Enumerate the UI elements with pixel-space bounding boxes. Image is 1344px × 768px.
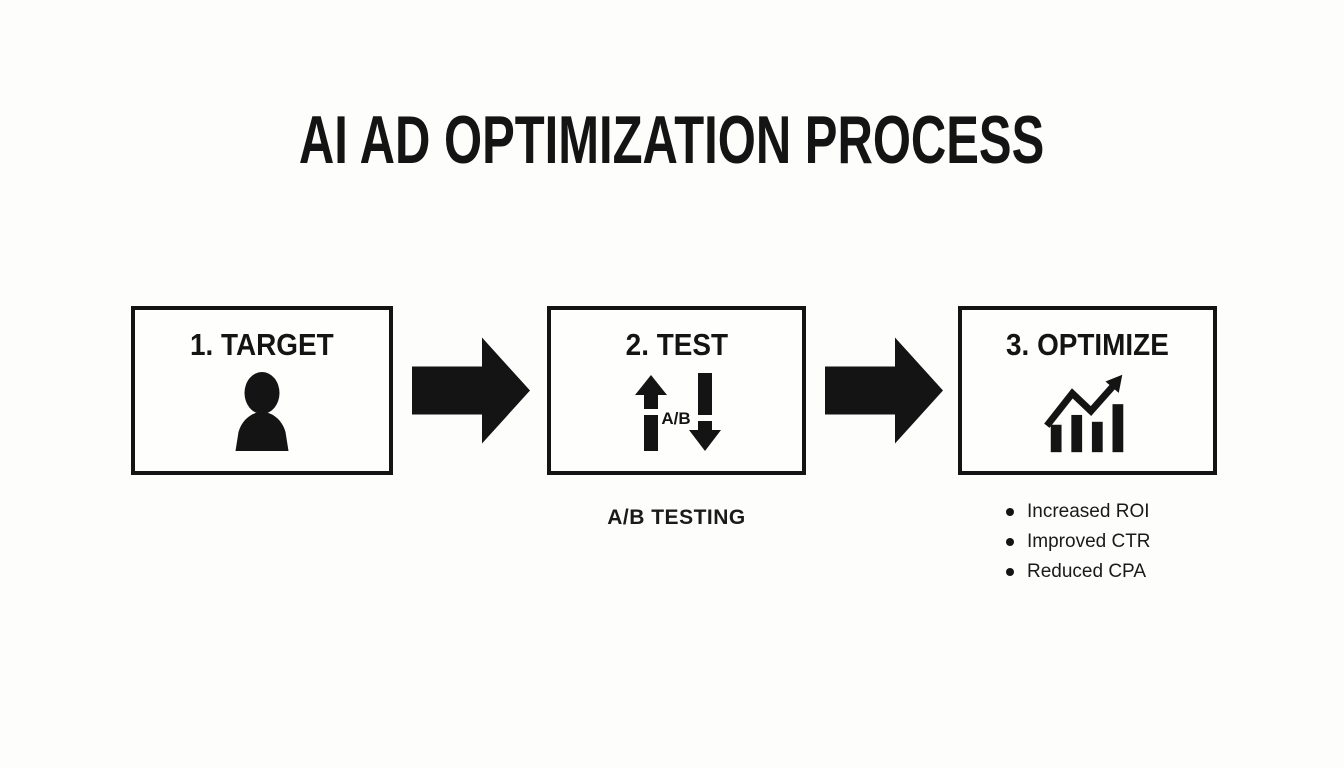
step-box-optimize: 3. OPTIMIZE	[958, 306, 1217, 475]
bullet-icon	[1006, 508, 1014, 516]
list-item: Reduced CPA	[1006, 557, 1151, 587]
step-target-label-text: 1. TARGET	[190, 327, 334, 362]
growth-chart-icon	[1043, 374, 1123, 453]
person-icon	[235, 372, 289, 451]
list-item: Increased ROI	[1006, 497, 1151, 527]
test-icon-holder: A/B	[629, 363, 725, 471]
step-optimize-label-text: 3. OPTIMIZE	[1006, 327, 1169, 362]
step-test-label-text: 2. TEST	[625, 327, 728, 362]
bullet-icon	[1006, 538, 1014, 546]
ab-test-arrows-icon: A/B	[634, 373, 721, 451]
step-box-test: 2. TEST A/B	[547, 306, 806, 475]
step-test-label: 2. TEST	[620, 327, 734, 363]
ab-label-text: A/B	[661, 409, 690, 428]
list-item: Improved CTR	[1006, 527, 1151, 557]
right-arrow-icon	[412, 337, 530, 444]
ab-testing-caption: A/B TESTING	[607, 506, 746, 529]
benefit-text: Improved CTR	[1027, 531, 1151, 552]
right-arrow-icon	[825, 337, 943, 444]
benefit-text: Increased ROI	[1027, 501, 1150, 522]
benefit-text: Reduced CPA	[1027, 561, 1146, 582]
target-icon-holder	[226, 363, 298, 471]
step-optimize-label: 3. OPTIMIZE	[997, 327, 1178, 363]
page-title-text: AI AD OPTIMIZATION PROCESS	[299, 102, 1045, 178]
benefits-list: Increased ROI Improved CTR Reduced CPA	[1006, 497, 1151, 587]
bullet-icon	[1006, 568, 1014, 576]
step-box-target: 1. TARGET	[131, 306, 393, 475]
step-target-label: 1. TARGET	[182, 327, 342, 363]
optimize-icon-holder	[1039, 363, 1137, 471]
page-title: AI AD OPTIMIZATION PROCESS	[0, 101, 1344, 179]
